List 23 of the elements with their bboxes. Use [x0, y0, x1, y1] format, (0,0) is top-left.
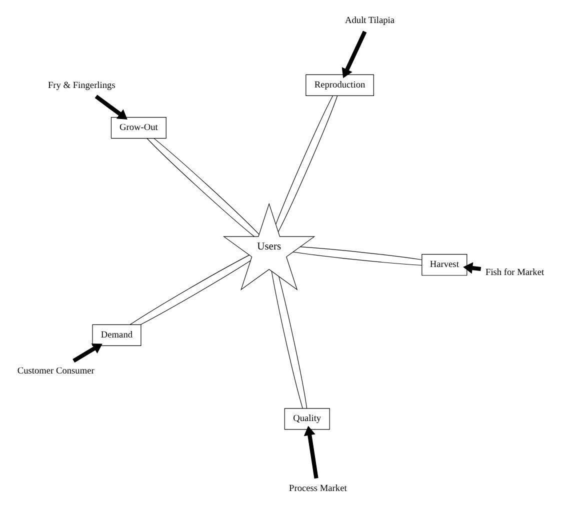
node-box: Demand [92, 324, 142, 346]
node-box: Harvest [422, 254, 468, 276]
arrow [304, 426, 318, 479]
node-text: Process Market [289, 484, 347, 494]
connector [278, 276, 308, 409]
node-text: Fish for Market [486, 268, 544, 278]
connector [271, 270, 303, 409]
node-box: Grow-Out [110, 117, 166, 139]
connector [278, 95, 338, 232]
arrow [342, 30, 367, 78]
connector [130, 254, 250, 325]
arrow [72, 344, 102, 363]
connector [276, 96, 334, 225]
arrow [463, 262, 482, 274]
node-box: Quality [284, 408, 330, 430]
node-text: Customer Consumer [17, 366, 94, 377]
connector [300, 246, 422, 260]
node-box: Reproduction [306, 74, 374, 96]
connector [140, 260, 251, 325]
node-text: Fry & Fingerlings [48, 81, 116, 92]
node-text: Adult Tilapia [345, 16, 395, 26]
connector [292, 252, 422, 266]
arrow [94, 94, 128, 120]
